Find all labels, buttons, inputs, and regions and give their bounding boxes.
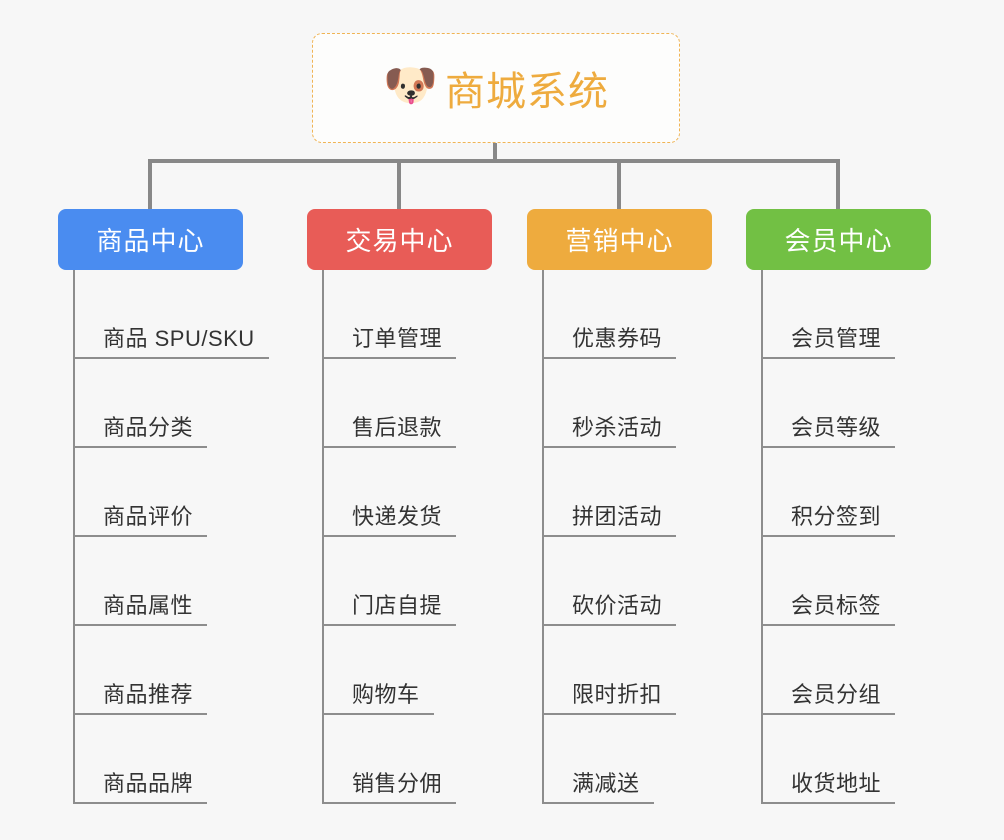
leaf-label: 优惠券码	[572, 326, 663, 351]
leaf-underline: 商品品牌	[73, 766, 208, 804]
leaf-label: 商品品牌	[103, 771, 194, 796]
leaf-item[interactable]: 商品推荐	[58, 626, 269, 715]
branch-column-3: 营销中心 优惠券码 秒杀活动 拼团活动 砍价活动 限时折扣 满减送	[527, 209, 712, 804]
leaf-label: 销售分佣	[352, 771, 443, 796]
leaf-item[interactable]: 商品分类	[58, 359, 269, 448]
leaf-underline: 会员分组	[761, 677, 896, 715]
leaf-item[interactable]: 商品属性	[58, 537, 269, 626]
leaf-underline: 销售分佣	[322, 766, 457, 804]
leaf-underline: 积分签到	[761, 499, 896, 537]
leaf-underline: 门店自提	[322, 588, 457, 626]
leaf-underline: 收货地址	[761, 766, 896, 804]
leaf-item[interactable]: 拼团活动	[527, 448, 712, 537]
leaf-underline: 砍价活动	[542, 588, 677, 626]
leaf-underline: 售后退款	[322, 410, 457, 448]
branch-drop-connector-1	[148, 159, 152, 209]
branch-column-4: 会员中心 会员管理 会员等级 积分签到 会员标签 会员分组 收货地址	[746, 209, 931, 804]
branch-spine-1	[73, 270, 75, 804]
branch-column-2: 交易中心 订单管理 售后退款 快递发货 门店自提 购物车 销售分佣	[307, 209, 492, 804]
branch-spine-2	[322, 270, 324, 804]
branch-header-1[interactable]: 商品中心	[58, 209, 243, 270]
branch-spine-4	[761, 270, 763, 804]
leaf-list-2: 订单管理 售后退款 快递发货 门店自提 购物车 销售分佣	[307, 270, 492, 804]
leaf-label: 积分签到	[791, 504, 882, 529]
leaf-list-3: 优惠券码 秒杀活动 拼团活动 砍价活动 限时折扣 满减送	[527, 270, 712, 804]
leaf-item[interactable]: 商品品牌	[58, 715, 269, 804]
leaf-item[interactable]: 积分签到	[746, 448, 931, 537]
leaf-label: 订单管理	[352, 326, 443, 351]
branch-column-1: 商品中心 商品 SPU/SKU 商品分类 商品评价 商品属性 商品推荐 商品品牌	[58, 209, 269, 804]
leaf-label: 会员管理	[791, 326, 882, 351]
branch-drop-connector-4	[836, 159, 840, 209]
leaf-underline: 购物车	[322, 677, 434, 715]
leaf-item[interactable]: 满减送	[527, 715, 712, 804]
leaf-underline: 快递发货	[322, 499, 457, 537]
root-trunk-connector	[493, 143, 497, 162]
leaf-item[interactable]: 限时折扣	[527, 626, 712, 715]
branch-bus-connector	[148, 159, 840, 163]
leaf-item[interactable]: 会员等级	[746, 359, 931, 448]
leaf-label: 收货地址	[791, 771, 882, 796]
leaf-label: 售后退款	[352, 415, 443, 440]
leaf-item[interactable]: 会员标签	[746, 537, 931, 626]
leaf-underline: 商品 SPU/SKU	[73, 321, 269, 359]
leaf-underline: 订单管理	[322, 321, 457, 359]
leaf-item[interactable]: 秒杀活动	[527, 359, 712, 448]
branch-drop-connector-3	[617, 159, 621, 209]
branch-header-3[interactable]: 营销中心	[527, 209, 712, 270]
leaf-item[interactable]: 商品 SPU/SKU	[58, 270, 269, 359]
leaf-underline: 会员等级	[761, 410, 896, 448]
leaf-underline: 秒杀活动	[542, 410, 677, 448]
leaf-label: 购物车	[352, 682, 420, 707]
leaf-underline: 优惠券码	[542, 321, 677, 359]
leaf-label: 商品评价	[103, 504, 194, 529]
leaf-underline: 限时折扣	[542, 677, 677, 715]
shiba-dog-face-icon: 🐶	[383, 61, 438, 110]
leaf-list-1: 商品 SPU/SKU 商品分类 商品评价 商品属性 商品推荐 商品品牌	[58, 270, 269, 804]
leaf-item[interactable]: 销售分佣	[307, 715, 492, 804]
leaf-label: 商品 SPU/SKU	[103, 326, 255, 351]
leaf-underline: 会员管理	[761, 321, 896, 359]
leaf-underline: 会员标签	[761, 588, 896, 626]
root-node-title: 商城系统	[445, 70, 609, 114]
leaf-item[interactable]: 收货地址	[746, 715, 931, 804]
leaf-label: 会员标签	[791, 593, 882, 618]
leaf-label: 快递发货	[352, 504, 443, 529]
leaf-label: 商品分类	[103, 415, 194, 440]
branch-spine-3	[542, 270, 544, 804]
leaf-item[interactable]: 砍价活动	[527, 537, 712, 626]
root-node[interactable]: 🐶 商城系统	[312, 33, 680, 143]
leaf-item[interactable]: 售后退款	[307, 359, 492, 448]
leaf-item[interactable]: 门店自提	[307, 537, 492, 626]
leaf-item[interactable]: 优惠券码	[527, 270, 712, 359]
leaf-label: 砍价活动	[572, 593, 663, 618]
leaf-item[interactable]: 购物车	[307, 626, 492, 715]
leaf-underline: 商品属性	[73, 588, 208, 626]
leaf-label: 门店自提	[352, 593, 443, 618]
leaf-label: 秒杀活动	[572, 415, 663, 440]
leaf-label: 会员分组	[791, 682, 882, 707]
leaf-item[interactable]: 会员分组	[746, 626, 931, 715]
leaf-item[interactable]: 商品评价	[58, 448, 269, 537]
leaf-underline: 满减送	[542, 766, 654, 804]
leaf-label: 商品推荐	[103, 682, 194, 707]
leaf-label: 商品属性	[103, 593, 194, 618]
leaf-item[interactable]: 订单管理	[307, 270, 492, 359]
leaf-label: 限时折扣	[572, 682, 663, 707]
leaf-underline: 商品分类	[73, 410, 208, 448]
branch-header-2[interactable]: 交易中心	[307, 209, 492, 270]
leaf-underline: 拼团活动	[542, 499, 677, 537]
leaf-list-4: 会员管理 会员等级 积分签到 会员标签 会员分组 收货地址	[746, 270, 931, 804]
branch-drop-connector-2	[397, 159, 401, 209]
leaf-underline: 商品评价	[73, 499, 208, 537]
leaf-label: 会员等级	[791, 415, 882, 440]
leaf-item[interactable]: 快递发货	[307, 448, 492, 537]
leaf-label: 拼团活动	[572, 504, 663, 529]
leaf-underline: 商品推荐	[73, 677, 208, 715]
leaf-label: 满减送	[572, 771, 640, 796]
branch-header-4[interactable]: 会员中心	[746, 209, 931, 270]
leaf-item[interactable]: 会员管理	[746, 270, 931, 359]
